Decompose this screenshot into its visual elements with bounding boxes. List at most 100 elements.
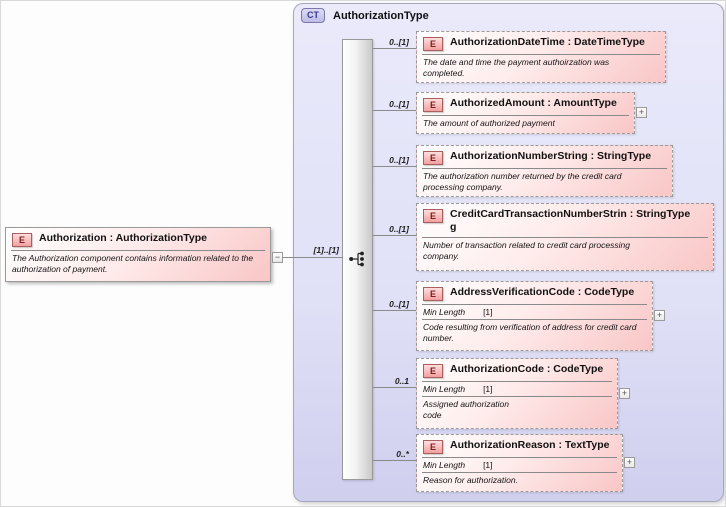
element-icon: E xyxy=(423,364,443,378)
element-header: E AuthorizationNumberString : StringType xyxy=(417,146,672,167)
divider xyxy=(11,250,265,251)
divider xyxy=(422,319,647,320)
element-icon: E xyxy=(423,287,443,301)
divider xyxy=(422,396,612,397)
cardinality-label: 0..[1] xyxy=(389,155,409,165)
divider xyxy=(422,168,667,169)
divider xyxy=(422,304,647,305)
element-description-line: processing company. xyxy=(423,182,503,193)
connector-line xyxy=(373,166,416,167)
element-description-line: The authorization number returned by the… xyxy=(423,171,622,181)
element-icon: E xyxy=(423,37,443,51)
element-title-line: AuthorizationDateTime : DateTimeType xyxy=(450,36,645,48)
element-title: AddressVerificationCode : CodeType xyxy=(450,286,634,299)
element-icon: E xyxy=(423,209,443,223)
element-icon: E xyxy=(423,98,443,112)
element-title-line: AuthorizationCode : CodeType xyxy=(450,363,604,375)
divider xyxy=(422,472,617,473)
expand-icon[interactable]: + xyxy=(636,107,647,118)
facet-row: Min Length [1] xyxy=(417,458,622,471)
connector-line xyxy=(373,387,416,388)
facet-name: Min Length xyxy=(423,384,466,394)
element-header: E AddressVerificationCode : CodeType xyxy=(417,282,652,303)
sequence-icon xyxy=(349,251,364,267)
cardinality-label: 0..* xyxy=(396,449,409,459)
cardinality-label: 0..[1] xyxy=(389,37,409,47)
divider xyxy=(422,54,660,55)
element-authorization[interactable]: E Authorization : AuthorizationType The … xyxy=(5,227,271,282)
element-description-line: The date and time the payment authoirzat… xyxy=(423,57,610,67)
cardinality-label: [1]..[1] xyxy=(313,245,340,255)
element-description-line: Code resulting from verification of addr… xyxy=(423,322,637,332)
element-title: AuthorizedAmount : AmountType xyxy=(450,97,617,110)
element-description: The date and time the payment authoirzat… xyxy=(417,55,665,81)
element-description: Code resulting from verification of addr… xyxy=(417,320,652,346)
element-description-line: Number of transaction related to credit … xyxy=(423,240,630,251)
cardinality-label: 0..[1] xyxy=(389,224,409,234)
element-icon: E xyxy=(12,233,32,247)
element-description-line: company. xyxy=(423,251,460,262)
facet-value: [1] xyxy=(483,460,493,470)
facet-row: Min Length [1] xyxy=(417,382,617,395)
complex-type-header: CT AuthorizationType xyxy=(301,8,429,23)
connector-line xyxy=(373,460,416,461)
divider xyxy=(422,237,708,239)
facet-value: [1] xyxy=(483,307,493,317)
divider xyxy=(422,457,617,458)
element-creditcardtransactionnumberstring[interactable]: E CreditCardTransactionNumberStrin : Stri… xyxy=(416,203,714,271)
facet-name: Min Length xyxy=(423,307,466,317)
connector-line xyxy=(373,48,416,49)
element-icon: E xyxy=(423,440,443,454)
expand-icon[interactable]: + xyxy=(624,457,635,468)
element-title-line: AuthorizationReason : TextType xyxy=(450,439,610,451)
element-title-line: AuthorizationNumberString : StringType xyxy=(450,150,652,162)
element-header: E AuthorizationCode : CodeType xyxy=(417,359,617,380)
complex-type-title: AuthorizationType xyxy=(333,9,429,22)
element-header: E CreditCardTransactionNumberStrin : Stri… xyxy=(417,204,713,236)
expand-icon[interactable]: + xyxy=(619,388,630,399)
divider xyxy=(422,115,629,116)
element-description: Reason for authorization. xyxy=(417,473,622,488)
cardinality-label: 0..[1] xyxy=(389,99,409,109)
element-title-line: AuthorizedAmount : AmountType xyxy=(450,97,617,109)
element-header: E Authorization : AuthorizationType xyxy=(6,228,270,249)
element-header: E AuthorizedAmount : AmountType xyxy=(417,93,634,114)
element-icon: E xyxy=(423,151,443,165)
cardinality-label: 0..1 xyxy=(394,376,409,386)
element-header: E AuthorizationReason : TextType xyxy=(417,435,622,456)
element-title: AuthorizationCode : CodeType xyxy=(450,363,603,376)
connector-line xyxy=(373,310,416,311)
element-title: AuthorizationDateTime : DateTimeType xyxy=(450,36,645,49)
element-description-line: number. xyxy=(423,333,454,344)
cardinality-label: 0..[1] xyxy=(389,299,409,309)
element-title: AuthorizationNumberString : StringType xyxy=(450,150,651,163)
connector-line xyxy=(373,110,416,111)
element-description-line: code xyxy=(423,410,442,421)
element-title: Authorization : AuthorizationType xyxy=(39,232,207,244)
element-title-line: CreditCardTransactionNumberStrin : Strin… xyxy=(450,208,691,220)
expand-icon[interactable]: + xyxy=(654,310,665,321)
element-description-line: Assigned authorization xyxy=(423,399,510,409)
collapse-icon[interactable]: − xyxy=(272,252,283,263)
element-description-line: completed. xyxy=(423,68,465,79)
connector-line xyxy=(373,235,416,236)
divider xyxy=(422,381,612,382)
facet-value: [1] xyxy=(483,384,493,394)
element-description: The authorization number returned by the… xyxy=(417,169,672,195)
element-description: The amount of authorized payment xyxy=(417,116,634,131)
element-description-line: Reason for authorization. xyxy=(423,475,518,485)
element-title: AuthorizationReason : TextType xyxy=(450,439,609,452)
element-title-line: g xyxy=(450,221,457,234)
element-title: CreditCardTransactionNumberStrin : Strin… xyxy=(450,208,690,234)
facet-name: Min Length xyxy=(423,460,466,470)
facet-row: Min Length [1] xyxy=(417,305,652,318)
element-header: E AuthorizationDateTime : DateTimeType xyxy=(417,32,665,53)
